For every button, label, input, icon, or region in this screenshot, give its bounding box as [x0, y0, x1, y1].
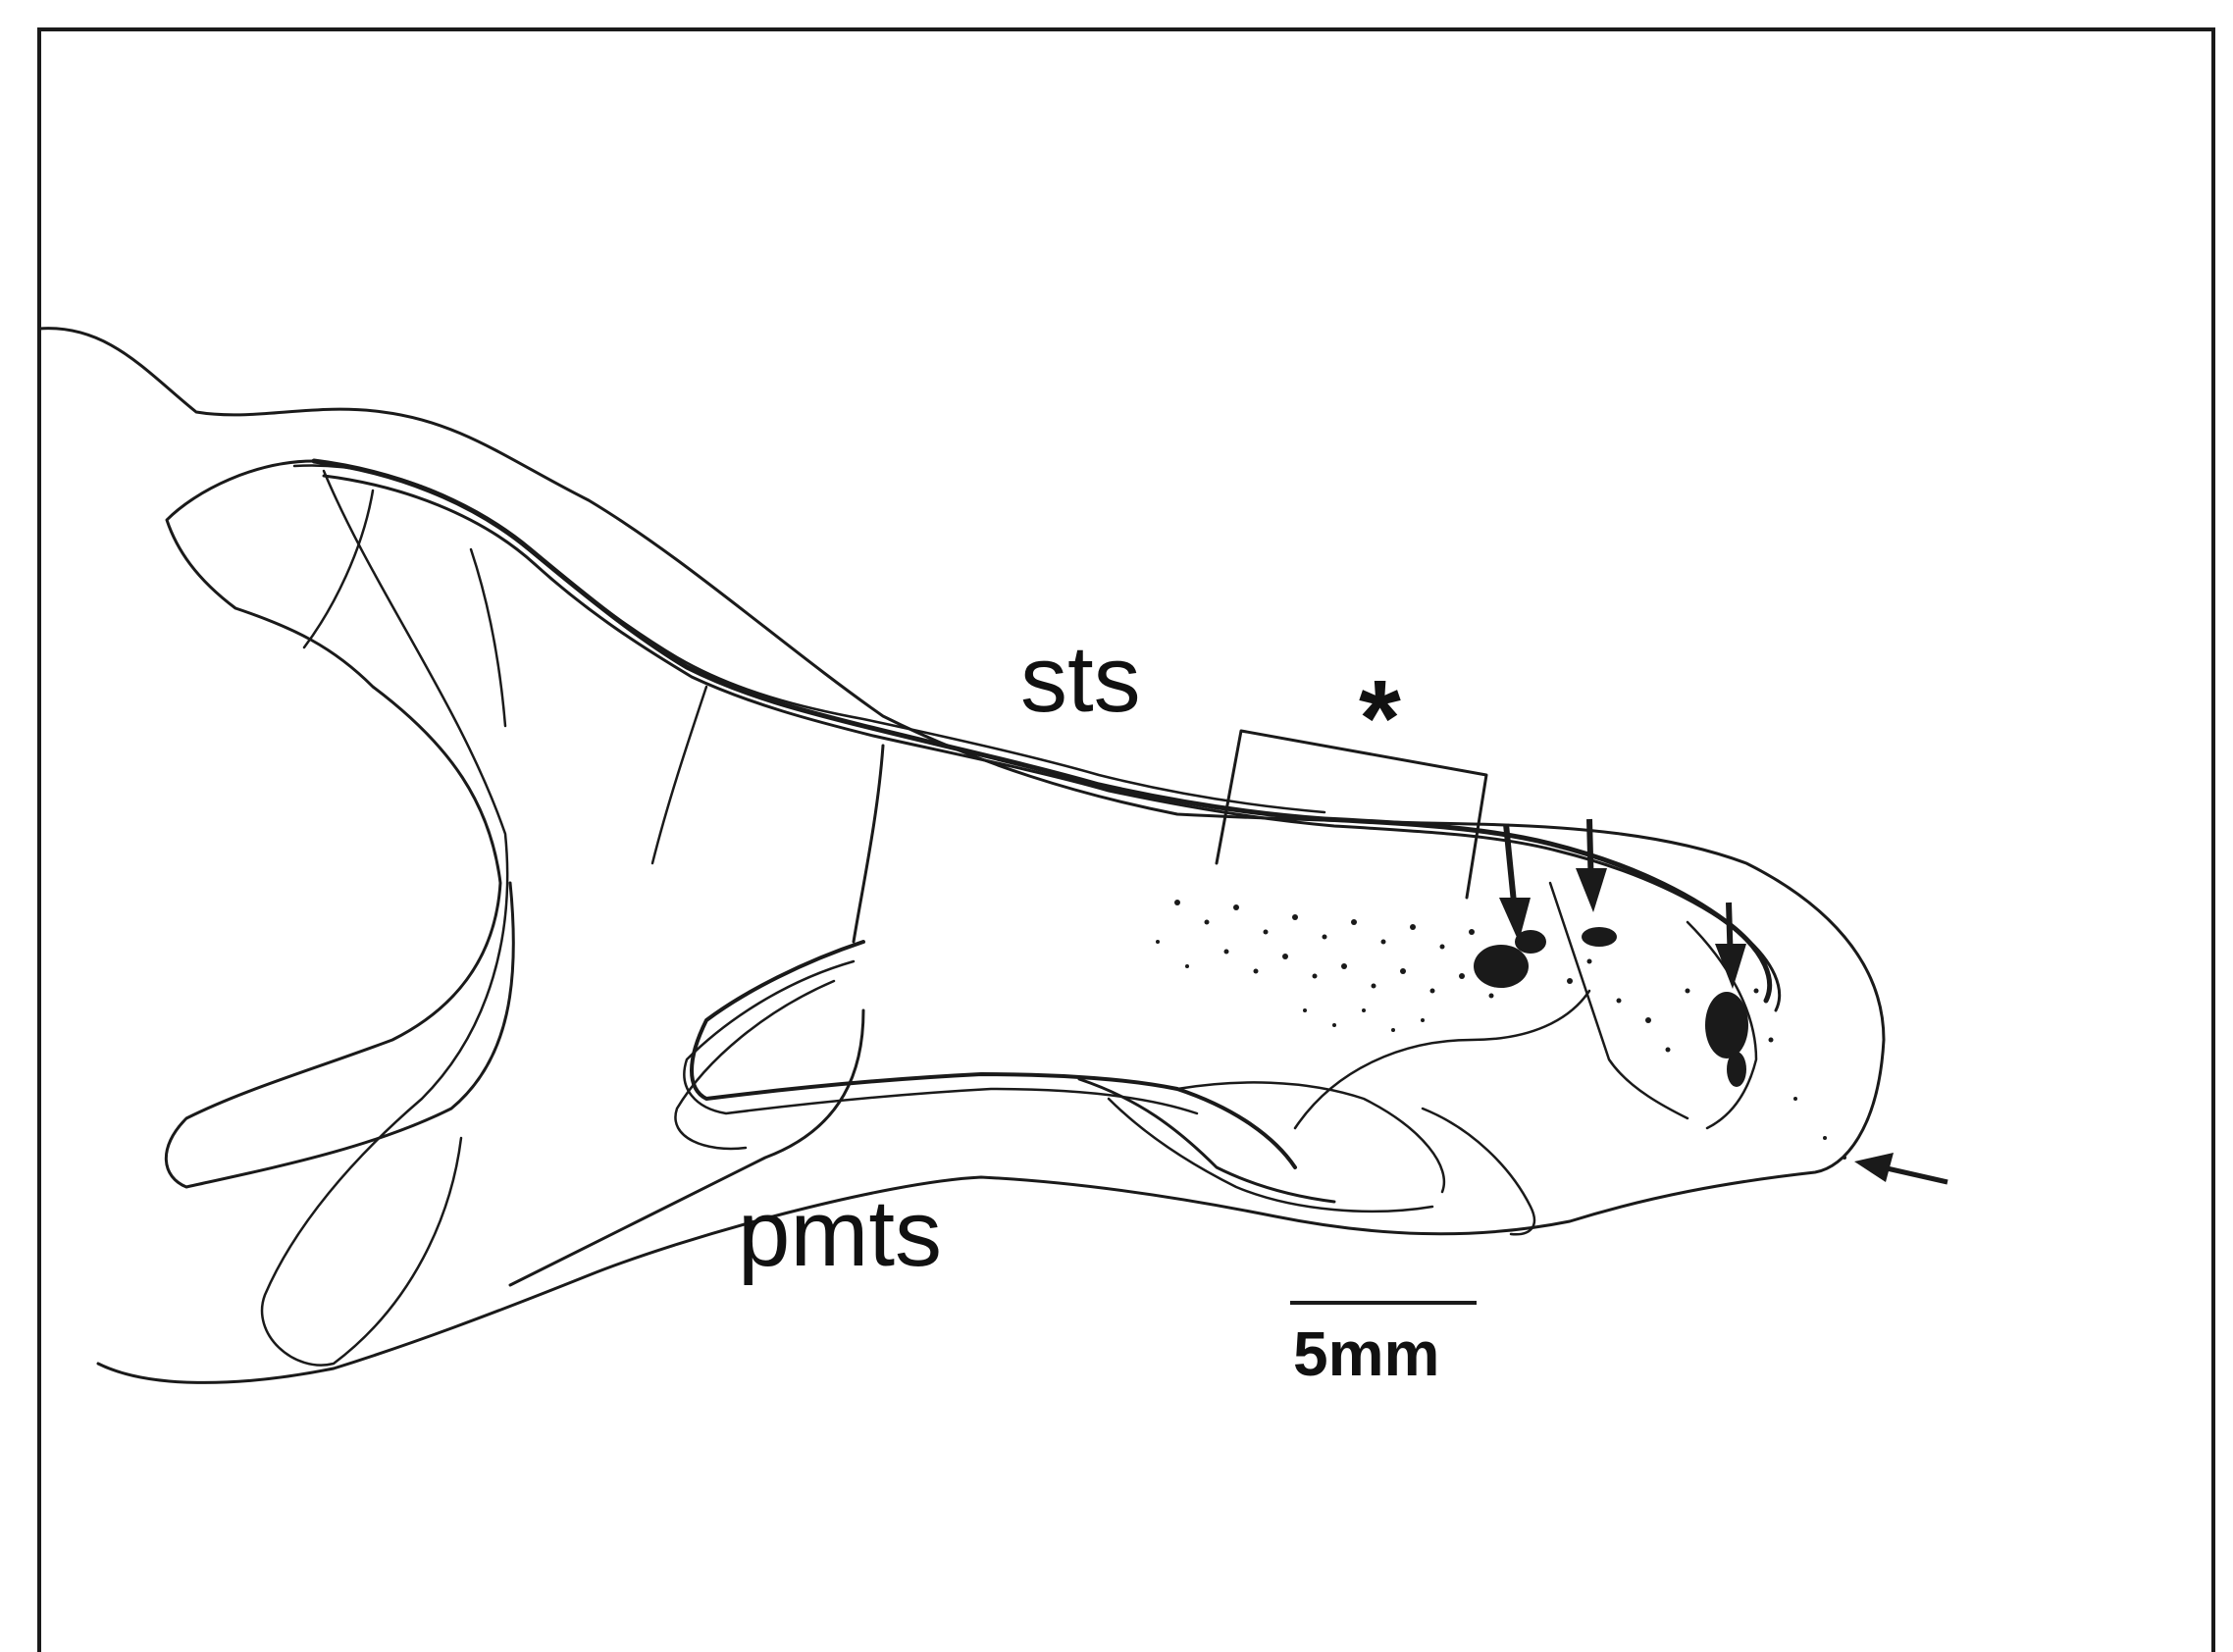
- pmts-label: pmts: [738, 1181, 942, 1286]
- scale-bar-label: 5mm: [1293, 1318, 1439, 1389]
- inferior-fold-traces: [1079, 883, 1756, 1234]
- figure-frame: [39, 29, 2213, 1652]
- left-lobe-inner: [262, 471, 507, 1366]
- left-fold-contour: [166, 461, 513, 1187]
- arrow-left-icon: [1854, 1153, 1947, 1182]
- region-asterisk: *: [1359, 658, 1401, 779]
- sts-sulcus-traces: [294, 461, 1780, 1010]
- outer-contour: [39, 329, 1884, 1383]
- sts-label: sts: [1020, 627, 1141, 732]
